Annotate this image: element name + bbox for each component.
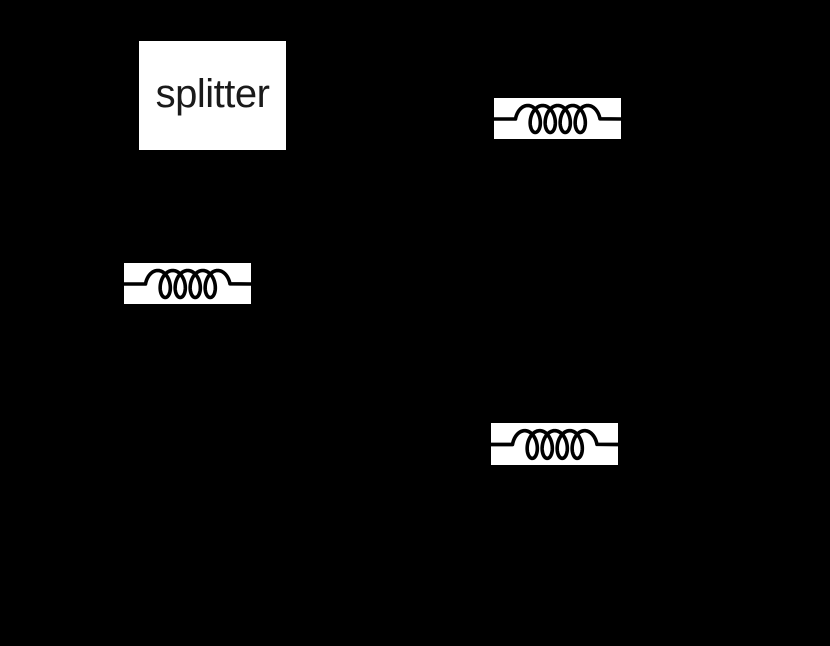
inductor-coil-icon bbox=[124, 268, 251, 300]
inductor-coil-icon bbox=[491, 428, 618, 461]
inductor-left bbox=[124, 263, 251, 304]
inductor-bottom-right bbox=[491, 423, 618, 465]
splitter-label: splitter bbox=[155, 71, 270, 116]
inductor-coil-icon bbox=[494, 103, 621, 135]
inductor-top-right bbox=[494, 98, 621, 139]
splitter-box: splitter bbox=[139, 41, 286, 150]
